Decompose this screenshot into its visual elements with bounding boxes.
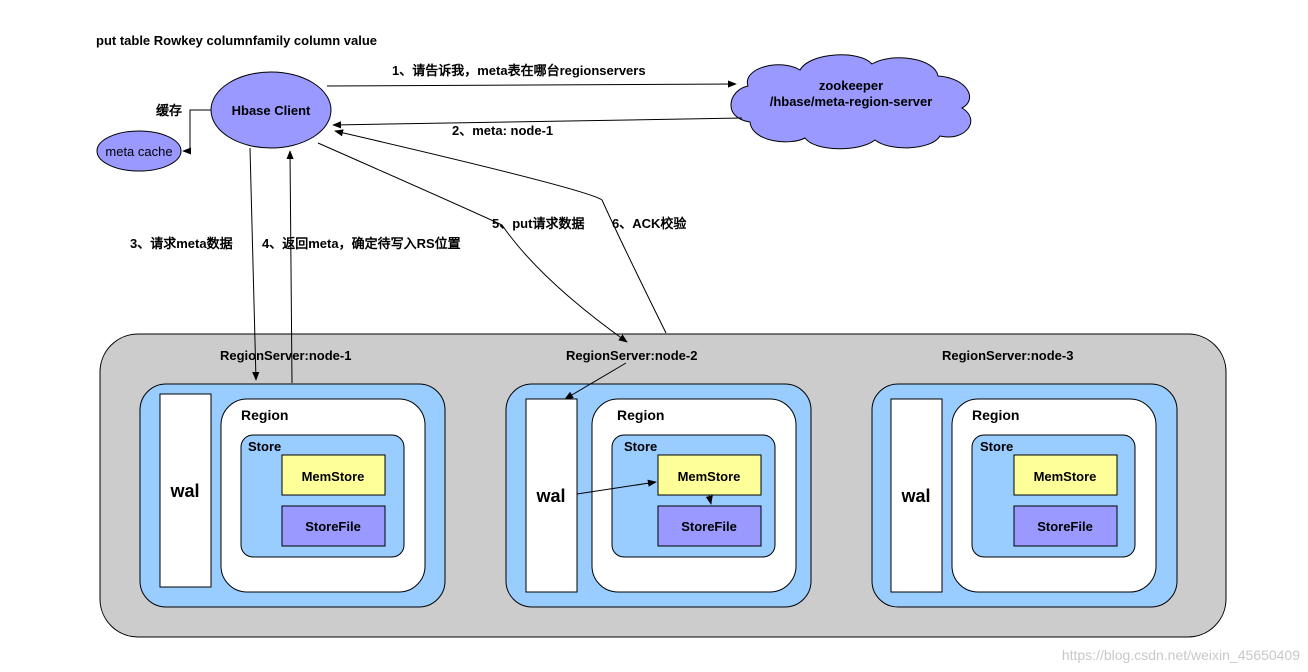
memstore-box	[1013, 454, 1118, 496]
storefile-box	[281, 505, 386, 547]
server-title: RegionServer:node-1	[220, 348, 351, 363]
step5-label: 5、put请求数据	[492, 216, 584, 231]
store-label: Store	[624, 439, 657, 454]
zookeeper-path: /hbase/meta-region-server	[770, 94, 933, 109]
meta-cache-node: meta cache	[96, 130, 182, 172]
step2-label: 2、meta: node-1	[452, 123, 553, 138]
server-title: RegionServer:node-2	[566, 348, 697, 363]
wal-label: wal	[900, 486, 930, 506]
wal-to-memstore-arrow	[576, 479, 657, 495]
region-label: Region	[972, 407, 1019, 423]
memstore-label: MemStore	[1034, 469, 1097, 484]
zookeeper-node: zookeeper /hbase/meta-region-server	[730, 54, 972, 150]
step4-label: 4、返回meta，确定待写入RS位置	[262, 236, 461, 251]
memstore-label: MemStore	[678, 469, 741, 484]
store-label: Store	[980, 439, 1013, 454]
wal-label: wal	[169, 481, 199, 501]
header-text: put table Rowkey columnfamily column val…	[96, 33, 377, 48]
storefile-label: StoreFile	[1037, 519, 1093, 534]
regionserver-node-3: RegionServer:node-3 wal Region Store Mem…	[871, 348, 1178, 608]
hbase-client-node: Hbase Client	[210, 71, 332, 149]
region-label: Region	[241, 407, 288, 423]
rs2-to-wal-arrow	[564, 362, 627, 400]
step6-label: 6、ACK校验	[612, 216, 687, 231]
step4-arrow	[286, 150, 294, 384]
memstore-label: MemStore	[302, 469, 365, 484]
step3-label: 3、请求meta数据	[130, 236, 233, 251]
step1-arrow	[326, 80, 737, 88]
memstore-box	[657, 454, 762, 496]
regionserver-node-1: RegionServer:node-1 wal Region Store Mem…	[139, 348, 446, 608]
storefile-box	[657, 505, 762, 547]
memstore-to-storefile-arrow	[705, 494, 713, 505]
storefile-label: StoreFile	[305, 519, 361, 534]
cache-arrow	[182, 109, 211, 155]
regionserver-node-2: RegionServer:node-2 wal Region Store Mem…	[505, 348, 812, 608]
storefile-box	[1013, 505, 1118, 547]
store-label: Store	[248, 439, 281, 454]
server-title: RegionServer:node-3	[942, 348, 1073, 363]
step2-arrow	[332, 117, 743, 129]
step3-arrow	[249, 147, 260, 381]
step6-arrow	[334, 129, 667, 334]
region-label: Region	[617, 407, 664, 423]
wal-box	[890, 398, 943, 593]
step5-arrow	[317, 142, 628, 343]
memstore-box	[281, 454, 386, 496]
meta-cache-label: meta cache	[105, 144, 172, 159]
wal-label: wal	[535, 486, 565, 506]
hbase-client-label: Hbase Client	[232, 103, 311, 118]
wal-box	[525, 398, 578, 593]
wal-box	[159, 393, 212, 588]
watermark-text: https://blog.csdn.net/weixin_45650409	[1062, 647, 1300, 663]
step1-label: 1、请告诉我，meta表在哪台regionservers	[392, 63, 646, 78]
zookeeper-title: zookeeper	[819, 78, 883, 93]
cache-edge-label: 缓存	[156, 103, 182, 118]
storefile-label: StoreFile	[681, 519, 737, 534]
